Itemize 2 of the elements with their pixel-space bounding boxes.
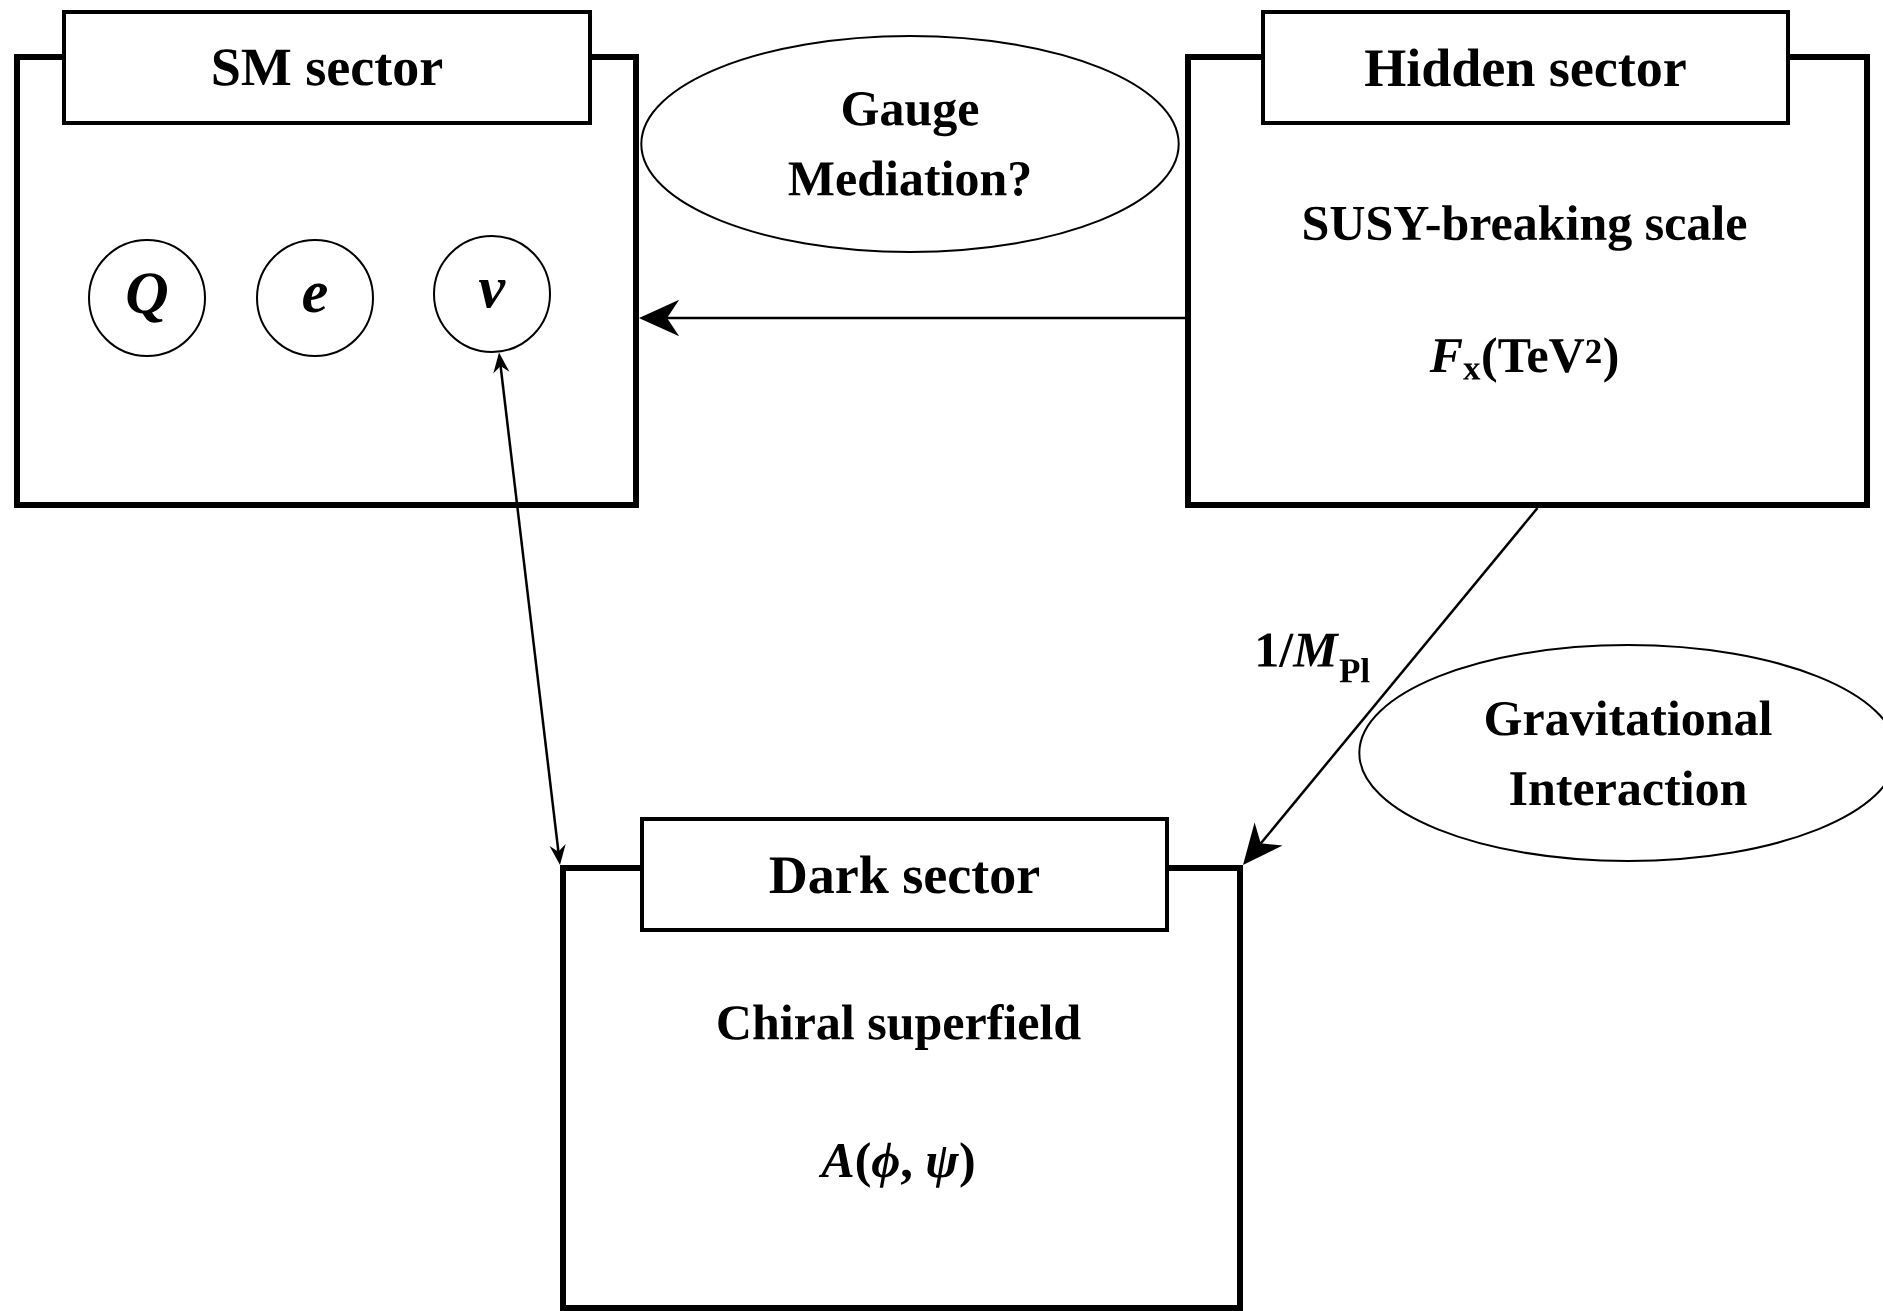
sector-box: Dark sector Chiral superfield A(ϕ, ψ) <box>560 817 1243 1311</box>
sector-box: Hidden sector SUSY-breaking scale F$_{x}$(TeV$^{2}$) <box>1185 10 1870 508</box>
